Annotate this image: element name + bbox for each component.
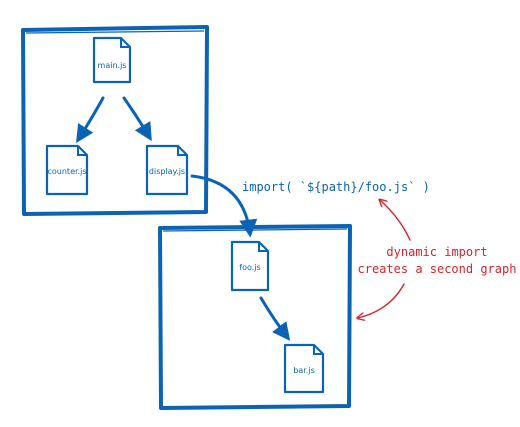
file-bar-js: bar.js: [283, 343, 325, 394]
file-counter-js: counter.js: [45, 144, 89, 196]
file-main-js: main.js: [92, 36, 132, 84]
file-foo-js: foo.js: [230, 240, 270, 292]
file-label-bar: bar.js: [293, 366, 314, 375]
file-label-foo: foo.js: [239, 263, 260, 272]
annotation-line-1: dynamic import: [386, 245, 487, 259]
annotation-arrow-up: [380, 200, 411, 241]
arrow-main-to-display: [122, 96, 152, 142]
import-expression-label: import( `${path}/foo.js` ): [242, 180, 430, 194]
file-label-main: main.js: [98, 61, 127, 70]
graph-one-box: [21, 25, 209, 216]
file-label-display: display.js: [149, 167, 185, 176]
annotation-arrow-down: [358, 283, 405, 318]
arrow-dynamic-import: [190, 174, 258, 238]
arrow-foo-to-bar: [259, 296, 291, 341]
file-label-counter: counter.js: [48, 167, 87, 176]
file-display-js: display.js: [145, 144, 189, 196]
annotation-line-2: creates a second graph: [358, 262, 517, 276]
arrow-main-to-counter: [76, 96, 105, 144]
